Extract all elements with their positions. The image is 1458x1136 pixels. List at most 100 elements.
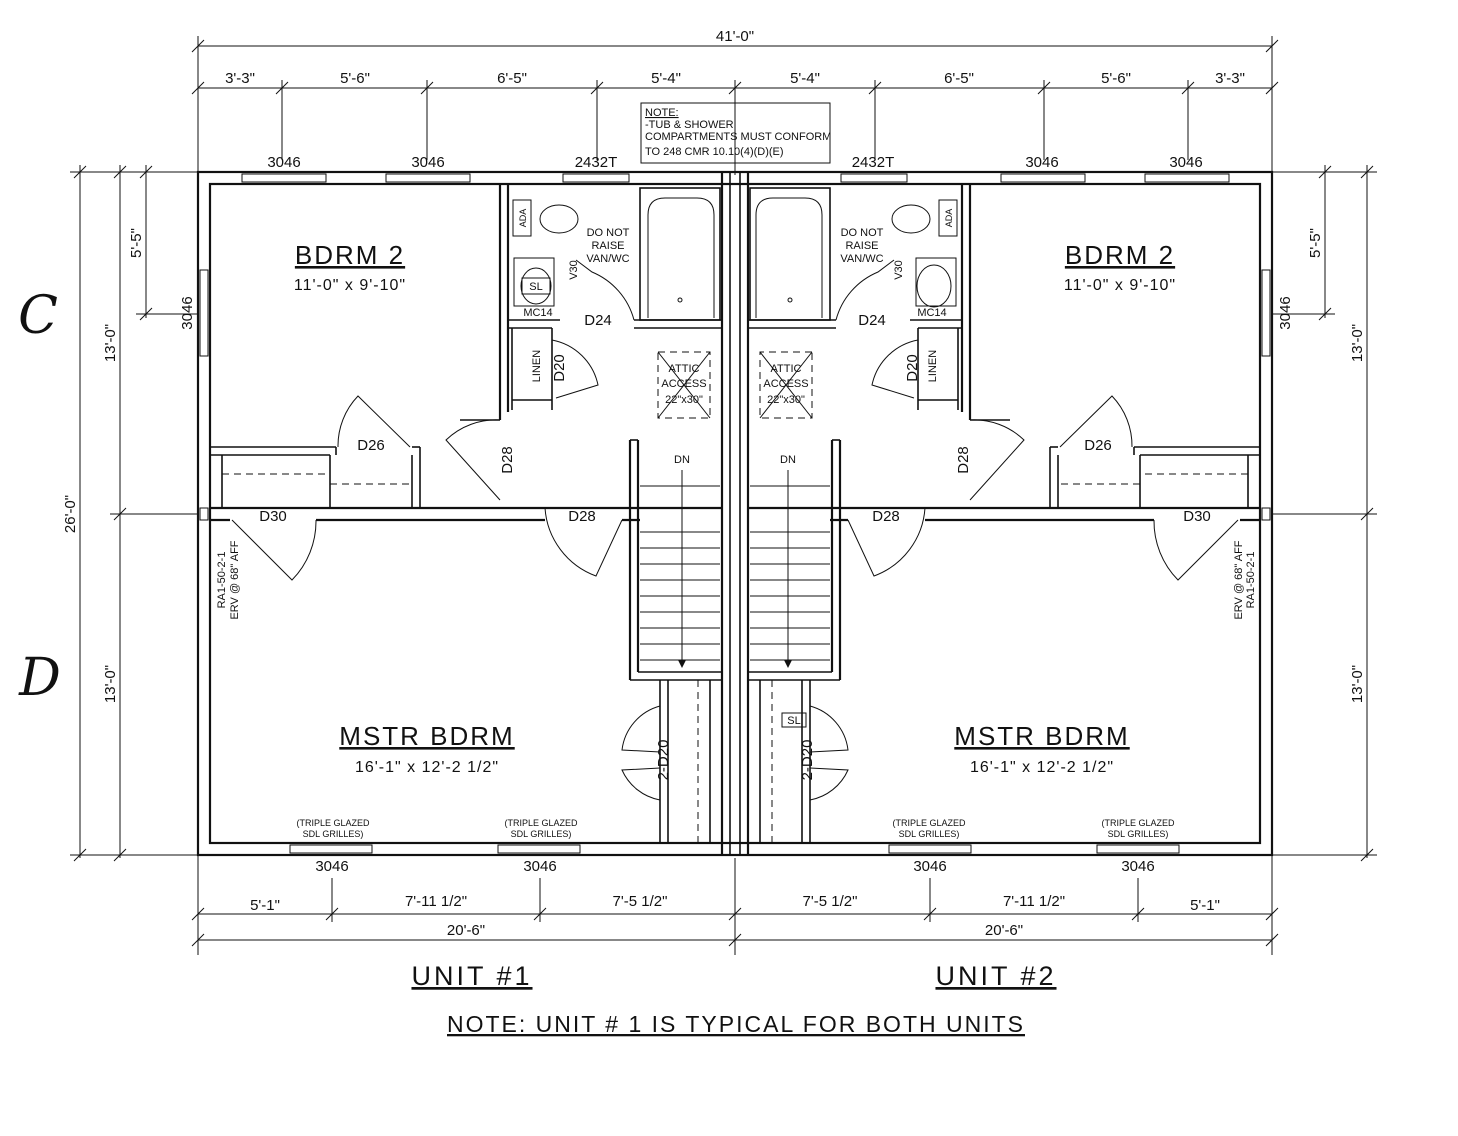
unit1-grilles-2b: SDL GRILLES) (511, 829, 572, 839)
window-tag-top-3: 2432T (575, 154, 618, 171)
typical-units-note: NOTE: UNIT # 1 IS TYPICAL FOR BOTH UNITS (447, 1011, 1025, 1037)
unit1-mstr-name: MSTR BDRM (339, 721, 514, 751)
window-tag-bottom-3: 3046 (913, 858, 946, 875)
unit1-width-dim: 20'-6" (447, 922, 485, 939)
tub-shower-note: NOTE: -TUB & SHOWER COMPARTMENTS MUST CO… (640, 102, 831, 164)
unit1-do-not-raise-2: RAISE (591, 240, 624, 252)
unit1-grilles-1b: SDL GRILLES) (303, 829, 364, 839)
unit2-d24-tag: D24 (858, 312, 886, 329)
unit2-grilles-2a: (TRIPLE GLAZED (1101, 818, 1175, 828)
window-tag-top-5: 3046 (1025, 154, 1058, 171)
top-dim-2: 5'-6" (340, 70, 370, 87)
overall-depth-dim: 26'-0" (62, 495, 79, 533)
unit1-title: UNIT #1 (411, 961, 532, 991)
unit1-grilles-1a: (TRIPLE GLAZED (296, 818, 370, 828)
unit1-mstr-size: 16'-1" x 12'-2 1/2" (355, 759, 499, 776)
unit2-sl-tag: SL (787, 715, 800, 727)
right-side-window-tag: 3046 (1277, 296, 1294, 329)
unit2-mstr-name: MSTR BDRM (954, 721, 1129, 751)
right-window-offset-dim: 5'-5" (1307, 228, 1324, 258)
bottom-dim-3: 7'-5 1/2" (613, 893, 668, 910)
unit2-bdrm2-size: 11'-0" x 9'-10" (1064, 277, 1176, 294)
exterior-walls (196, 170, 1274, 857)
unit1-grilles-2a: (TRIPLE GLAZED (504, 818, 578, 828)
unit2-fixtures (749, 187, 957, 668)
left-upper-dim: 13'-0" (102, 324, 119, 362)
unit1-bdrm2-size: 11'-0" x 9'-10" (294, 277, 406, 294)
bottom-segment-dims: 5'-1" 7'-11 1/2" 7'-5 1/2" 7'-5 1/2" 7'-… (250, 893, 1220, 939)
unit1-ra-tag: RA1-50-2-1 (216, 552, 228, 609)
unit1-bdrm2-name: BDRM 2 (295, 240, 405, 270)
unit1-v30-tag: V30 (568, 260, 580, 280)
unit2-mc14-tag: MC14 (917, 307, 946, 319)
note-box-line-2: COMPARTMENTS MUST CONFORM (645, 131, 831, 143)
unit1-labels: BDRM 2 11'-0" x 9'-10" MSTR BDRM 16'-1" … (216, 199, 707, 839)
unit1-do-not-raise-3: VAN/WC (586, 253, 629, 265)
overall-width-dim: 41'-0" (716, 28, 754, 45)
window-tag-top-1: 3046 (267, 154, 300, 171)
unit2-do-not-raise-2: RAISE (845, 240, 878, 252)
unit2-attic-3: 22"x30" (767, 394, 805, 406)
unit1-d30-tag: D30 (259, 508, 287, 525)
bottom-dim-4: 7'-5 1/2" (803, 893, 858, 910)
unit1-d26-tag: D26 (357, 437, 385, 454)
window-tag-bottom-1: 3046 (315, 858, 348, 875)
right-upper-dim: 13'-0" (1349, 324, 1366, 362)
note-box-line-3: TO 248 CMR 10.10(4)(D)(E) (645, 146, 784, 158)
note-box-line-1: -TUB & SHOWER (645, 119, 734, 131)
unit1-dn-tag: DN (674, 454, 690, 466)
unit2-dn-tag: DN (780, 454, 796, 466)
unit2-attic-2: ACCESS (763, 378, 808, 390)
unit1-sl-tag: SL (529, 281, 542, 293)
unit2-d26-tag: D26 (1084, 437, 1112, 454)
right-lower-dim: 13'-0" (1349, 665, 1366, 703)
unit1-interior-walls (210, 184, 722, 843)
unit1-d24-tag: D24 (584, 312, 612, 329)
unit2-labels: BDRM 2 11'-0" x 9'-10" MSTR BDRM 16'-1" … (763, 199, 1257, 839)
top-window-tags: 3046 3046 2432T 2432T 3046 3046 (267, 154, 1202, 171)
window-tag-top-4: 2432T (852, 154, 895, 171)
left-dimension-lines (70, 165, 198, 862)
top-dim-8: 3'-3" (1215, 70, 1245, 87)
grid-label-c: C (18, 286, 58, 346)
top-dim-1: 3'-3" (225, 70, 255, 87)
unit2-door-swings (809, 259, 1239, 801)
bottom-dimension-lines (191, 855, 1279, 955)
top-dimension-lines (191, 36, 1279, 250)
bottom-window-openings (289, 844, 1180, 854)
unit2-title: UNIT #2 (935, 961, 1056, 991)
unit2-d28-tag: D28 (872, 508, 900, 525)
unit2-mstr-size: 16'-1" x 12'-2 1/2" (970, 759, 1114, 776)
unit1-door-swings (231, 259, 661, 801)
note-box-title: NOTE: (645, 107, 679, 119)
unit2-width-dim: 20'-6" (985, 922, 1023, 939)
unit2-linen-tag: LINEN (927, 350, 939, 382)
unit2-ada-tag: ADA (944, 209, 954, 228)
unit2-2d20-tag: 2-D20 (799, 740, 816, 781)
window-tag-bottom-4: 3046 (1121, 858, 1154, 875)
unit1-d28-vert-tag: D28 (499, 446, 516, 474)
window-tag-bottom-2: 3046 (523, 858, 556, 875)
bottom-window-tags: 3046 3046 3046 3046 (315, 858, 1154, 875)
top-segment-dims: 3'-3" 5'-6" 6'-5" 5'-4" 5'-4" 6'-5" 5'-6… (225, 70, 1245, 87)
left-lower-dim: 13'-0" (102, 665, 119, 703)
unit1-attic-2: ACCESS (661, 378, 706, 390)
bottom-dim-5: 7'-11 1/2" (1003, 893, 1065, 910)
unit1-attic-3: 22"x30" (665, 394, 703, 406)
unit2-ra-tag: RA1-50-2-1 (1245, 552, 1257, 609)
top-dim-6: 6'-5" (944, 70, 974, 87)
unit2-bdrm2-name: BDRM 2 (1065, 240, 1175, 270)
unit1-do-not-raise-1: DO NOT (587, 227, 630, 239)
unit1-2d20-tag: 2-D20 (655, 740, 672, 781)
unit1-mc14-tag: MC14 (523, 307, 552, 319)
window-tag-top-6: 3046 (1169, 154, 1202, 171)
top-dim-3: 6'-5" (497, 70, 527, 87)
right-dimension-lines (1272, 165, 1377, 862)
bottom-dim-2: 7'-11 1/2" (405, 893, 467, 910)
unit2-erv-tag: ERV @ 68" AFF (1233, 540, 1245, 619)
unit2-grilles-2b: SDL GRILLES) (1108, 829, 1169, 839)
unit2-grilles-1a: (TRIPLE GLAZED (892, 818, 966, 828)
grid-label-d: D (18, 648, 61, 708)
window-tag-top-2: 3046 (411, 154, 444, 171)
